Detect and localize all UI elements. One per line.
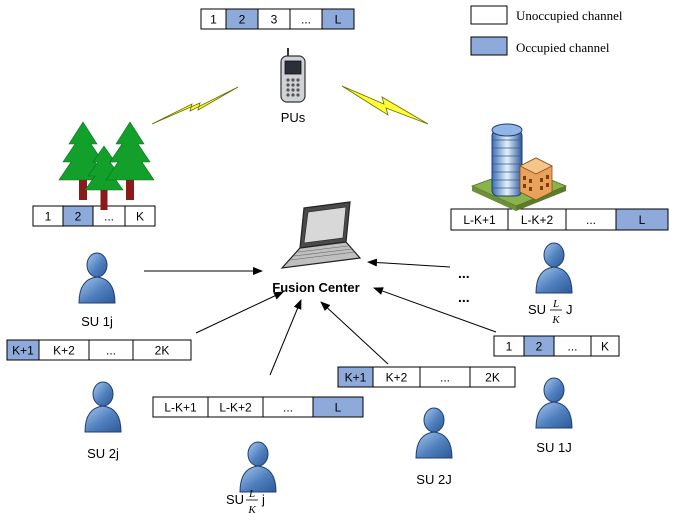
- channel-cell-label: ...: [283, 401, 293, 415]
- arrow-su-lk-J: [367, 258, 451, 268]
- unoccupied-channel-cell: [124, 205, 156, 227]
- channel-cell-label: ...: [301, 13, 311, 27]
- arrow-su-1J: [373, 287, 497, 333]
- su-2J-label: SU 2J: [416, 472, 451, 487]
- legend-unoccupied-swatch: [470, 5, 508, 25]
- su-lk-J-avatar: [535, 242, 573, 294]
- channel-cell-label: L: [335, 13, 342, 27]
- su-2j-channel-bar: K+1 K+2... 2K: [6, 339, 192, 361]
- channel-cell-label: ...: [106, 344, 116, 358]
- lightning-left-icon: [151, 86, 239, 125]
- unoccupied-channel-cell: [132, 339, 192, 361]
- channel-cell-label: 3: [271, 13, 278, 27]
- fusion-center-label: Fusion Center: [272, 280, 359, 295]
- tree-channel-bar: 1 2... K: [32, 205, 156, 227]
- lightning-right-icon: [341, 85, 429, 125]
- channel-cell-label: 2K: [155, 344, 170, 358]
- legend-unoccupied-label: Unoccupied channel: [516, 8, 623, 23]
- su-lk-J-num: L: [552, 298, 559, 310]
- ellipsis-bottom: ...: [458, 289, 470, 305]
- channel-cell-label: K+2: [53, 344, 75, 358]
- occupied-channel-cell: [321, 8, 355, 30]
- channel-cell-label: 2: [75, 210, 82, 224]
- channel-cell-label: 2: [536, 340, 543, 354]
- su-lk-j-channel-bar: L-K+1 L-K+2... L: [152, 396, 364, 418]
- pu-channel-bar: 1 2 3... L: [200, 8, 355, 30]
- channel-cell-label: 2K: [485, 371, 500, 385]
- occupied-channel-cell: [312, 396, 364, 418]
- channel-cell-label: ...: [440, 371, 450, 385]
- su-lk-J-suffix: J: [566, 302, 573, 317]
- su-2J-avatar: [415, 407, 453, 459]
- legend-occupied-swatch: [470, 36, 508, 56]
- arrow-su-lk-j: [269, 299, 302, 376]
- su-2J-channel-bar: K+1 K+2... 2K: [337, 366, 516, 388]
- occupied-channel-cell: [615, 208, 669, 231]
- channel-cell-label: 1: [506, 340, 513, 354]
- su-lk-J-den: K: [551, 314, 560, 326]
- unoccupied-channel-cell: [590, 335, 620, 357]
- trees-icon: [58, 121, 155, 210]
- su-1j-avatar: [78, 252, 116, 304]
- su-lk-J-label: SU L K J: [528, 298, 573, 326]
- channel-cell-label: 1: [45, 210, 52, 224]
- su-lk-j-suffix: j: [261, 492, 265, 507]
- su-1J-channel-bar: 1 2... K: [493, 335, 620, 357]
- legend: Unoccupied channel Occupied channel: [470, 5, 623, 56]
- su-lk-j-label: SU L K j: [226, 488, 265, 516]
- su-1J-label: SU 1J: [536, 440, 571, 455]
- channel-cell-label: ...: [586, 213, 596, 227]
- su-2j-label: SU 2j: [87, 446, 119, 461]
- laptop-icon: [280, 201, 362, 269]
- su-2j-avatar: [84, 381, 122, 433]
- channel-cell-label: ...: [104, 210, 114, 224]
- unoccupied-channel-cell: [469, 366, 516, 388]
- channel-cell-label: K: [136, 210, 144, 224]
- su-lk-j-num: L: [248, 488, 255, 500]
- channel-cell-label: K+1: [345, 371, 367, 385]
- legend-occupied-label: Occupied channel: [516, 40, 610, 55]
- channel-cell-label: ...: [567, 340, 577, 354]
- arrows: [144, 258, 497, 376]
- channel-cell-label: L-K+1: [164, 401, 197, 415]
- pu-label: PUs: [281, 110, 306, 125]
- channel-cell-label: K: [601, 340, 609, 354]
- su-lk-J-prefix: SU: [528, 302, 546, 317]
- channel-cell-label: L-K+2: [521, 213, 554, 227]
- channel-cell-label: L-K+1: [463, 213, 496, 227]
- su-lk-j-avatar: [239, 441, 277, 493]
- channel-cell-label: 1: [210, 13, 217, 27]
- channel-cell-label: 2: [239, 13, 246, 27]
- channel-cell-label: K+2: [386, 371, 408, 385]
- su-1J-avatar: [535, 377, 573, 429]
- arrow-su-2J: [320, 301, 389, 365]
- building-icon: [470, 123, 568, 211]
- su-1j-label: SU 1j: [81, 314, 113, 329]
- channel-cell-label: L: [639, 213, 646, 227]
- ellipsis-top: ...: [458, 265, 470, 281]
- su-lk-j-den: K: [247, 504, 256, 516]
- building-channel-bar: L-K+1 L-K+2... L: [450, 208, 669, 231]
- channel-cell-label: L: [335, 401, 342, 415]
- channel-cell-label: K+1: [12, 344, 34, 358]
- channel-cell-label: L-K+2: [219, 401, 252, 415]
- arrow-su-2j: [195, 291, 284, 334]
- su-lk-j-prefix: SU: [226, 492, 244, 507]
- pu-phone-icon: [280, 48, 306, 103]
